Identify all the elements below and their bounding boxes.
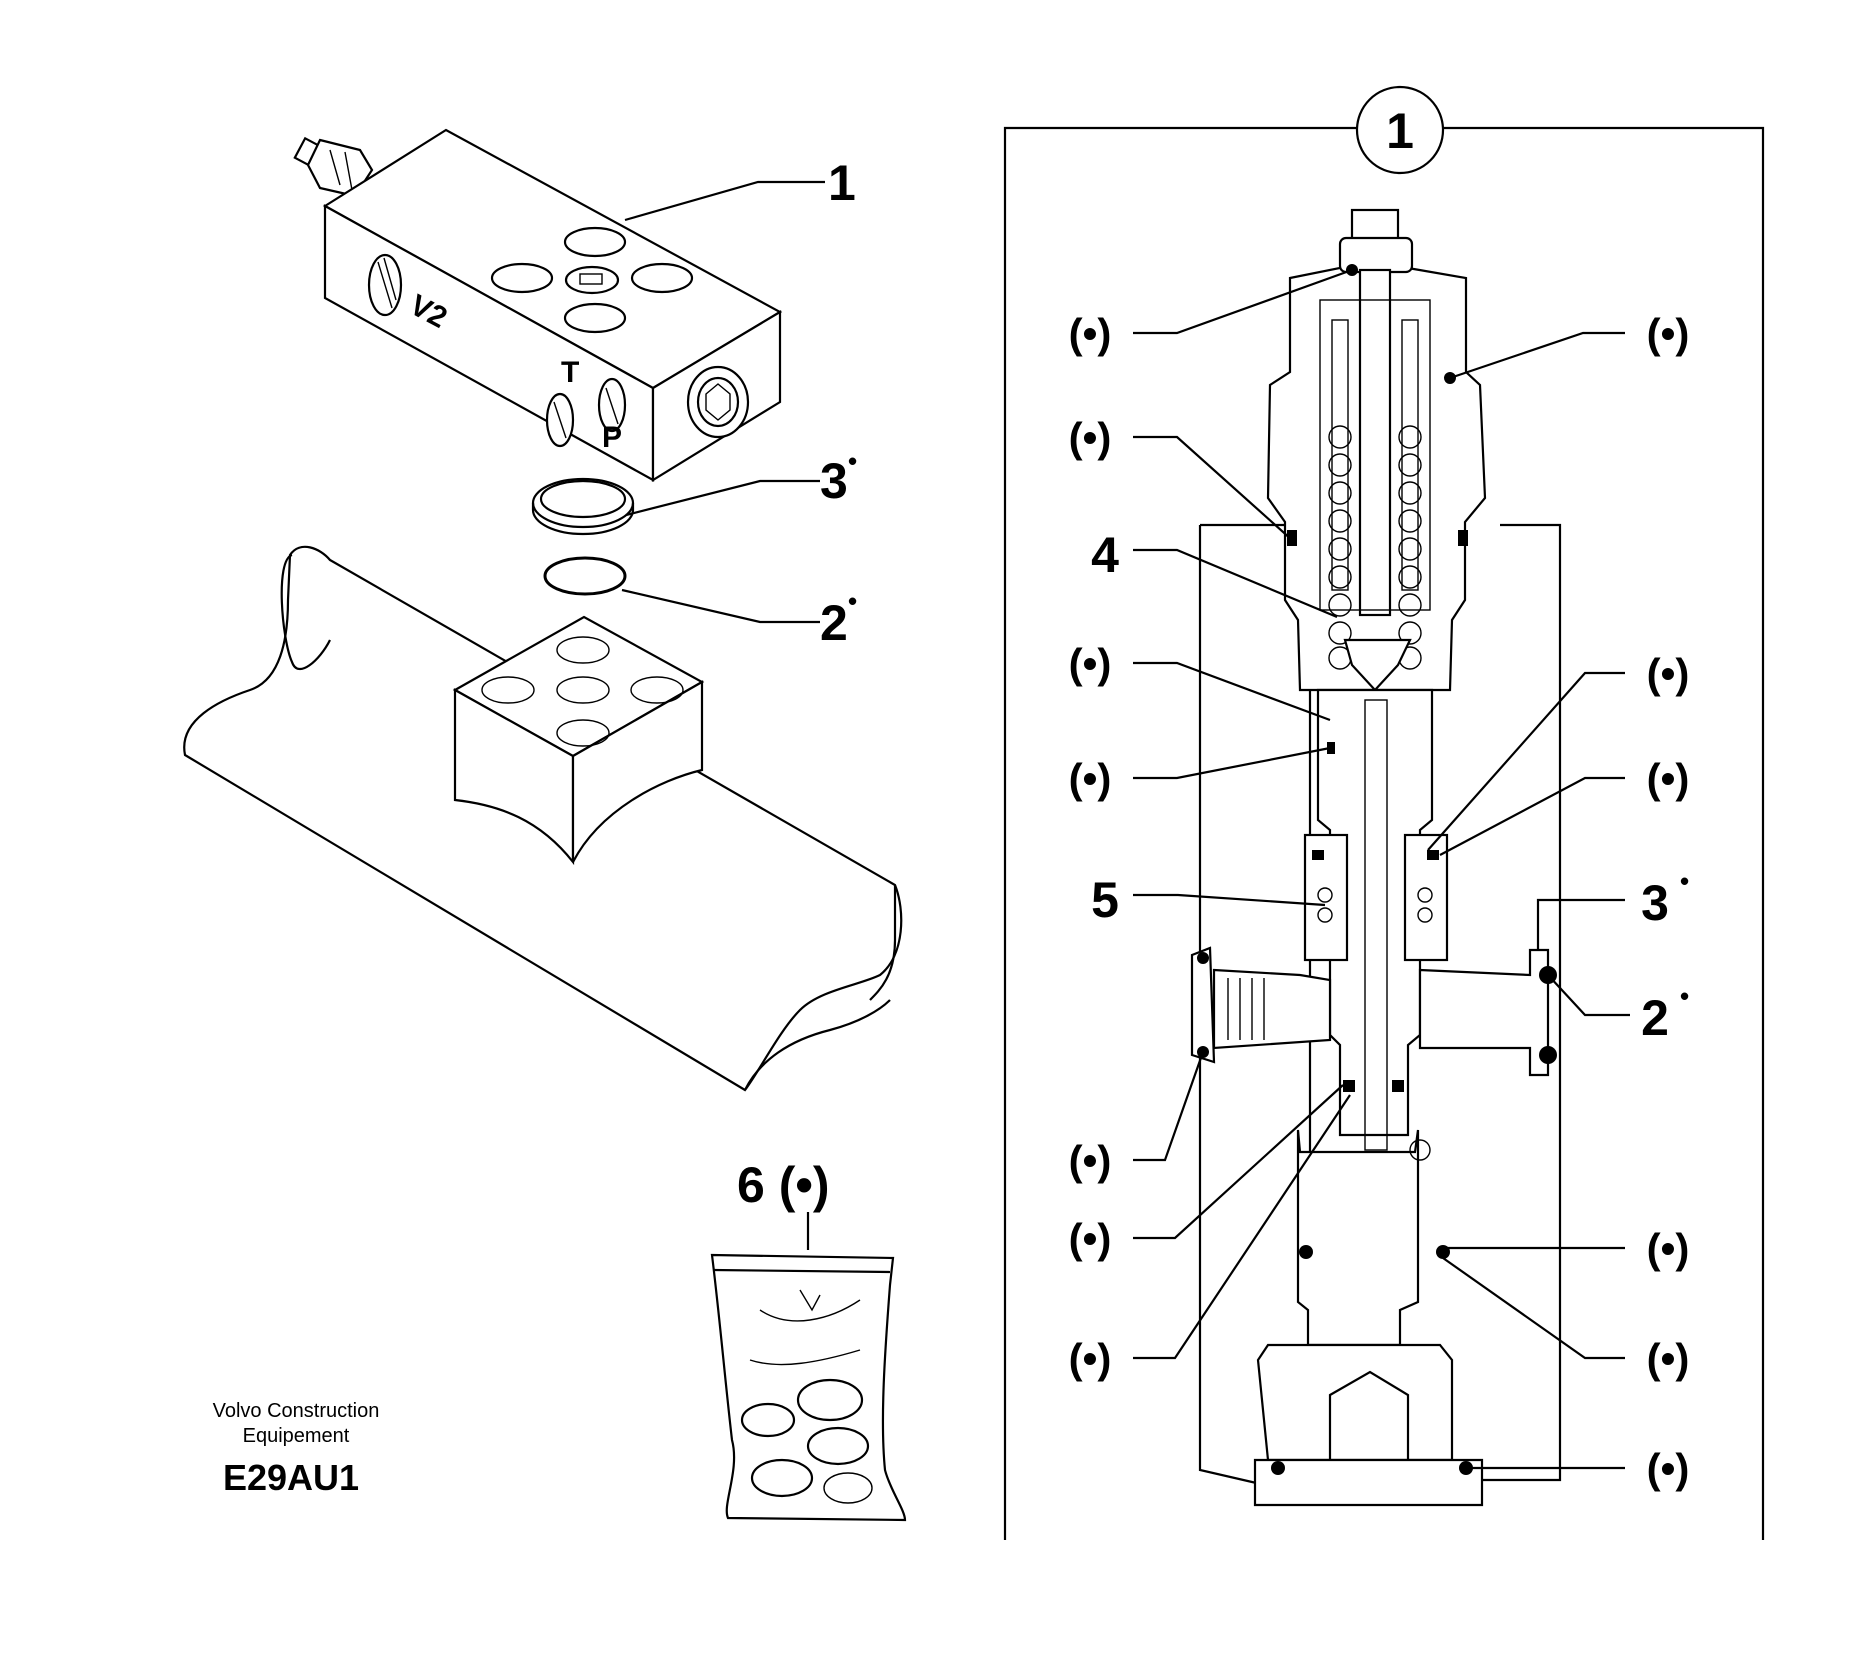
unnumbered-labels: (•) (•) (•) (•) (•) (•) (•) (•) (•) (•) … (1069, 310, 1690, 1492)
bullet-label: (•) (1647, 755, 1690, 802)
bullet-label: (•) (1069, 1137, 1112, 1184)
leader-3 (625, 479, 820, 517)
seal-kit-bag: 6 (•) (710, 1157, 907, 1522)
top-port (563, 226, 627, 258)
detail-leaders (1133, 268, 1630, 1470)
detail-frame: 1 (1003, 85, 1765, 1540)
figure-code: E29AU1 (223, 1457, 359, 1498)
svg-text:•: • (1680, 866, 1689, 896)
detail-callout-5: 5 (1091, 872, 1119, 928)
svg-text:4: 4 (1091, 527, 1119, 583)
centre-socket (564, 265, 620, 295)
publisher-line-2: Equipement (243, 1425, 350, 1447)
bullet-label: (•) (1647, 310, 1690, 357)
publisher-line-1: Volvo Construction (213, 1400, 380, 1422)
leader-1 (624, 180, 825, 222)
bullet-label: (•) (1069, 310, 1112, 357)
bullet-label: (•) (1069, 1215, 1112, 1262)
port-label-p: P (602, 421, 622, 454)
callout-1: 1 (828, 155, 856, 211)
detail-title-number: 1 (1386, 103, 1414, 159)
svg-text:•: • (848, 446, 857, 476)
detail-title-circle (1355, 85, 1445, 175)
detail-callout-3: 3 • (1641, 866, 1689, 931)
bullet-label: (•) (1069, 640, 1112, 687)
svg-text:3: 3 (820, 453, 848, 509)
bullet-label: (•) (1647, 1225, 1690, 1272)
top-port (630, 262, 694, 294)
top-port (563, 302, 627, 334)
bullet-label: (•) (1069, 1335, 1112, 1382)
spring-coils (1328, 425, 1422, 670)
svg-text:1: 1 (828, 155, 856, 211)
mounting-pipe (183, 545, 903, 1092)
detail-callout-4: 4 (1091, 527, 1119, 583)
svg-text:•: • (1680, 981, 1689, 1011)
svg-text:2: 2 (1641, 990, 1669, 1046)
svg-text:2: 2 (820, 595, 848, 651)
kit-label: 6 (•) (737, 1157, 830, 1213)
leader-2 (621, 588, 820, 624)
bullet-label: (•) (1647, 1445, 1690, 1492)
bullet-label: (•) (1647, 1335, 1690, 1382)
svg-text:3: 3 (1641, 875, 1669, 931)
bullet-label: (•) (1647, 650, 1690, 697)
callout-2: 2 • (820, 586, 857, 651)
valve-block: V2 T P (293, 128, 783, 482)
publisher-block: Volvo Construction Equipement E29AU1 (213, 1400, 380, 1498)
top-port (490, 262, 554, 294)
o-ring (543, 556, 627, 596)
bullet-label: (•) (1069, 755, 1112, 802)
svg-text:5: 5 (1091, 872, 1119, 928)
seal-dots (1197, 264, 1557, 1475)
callout-3: 3 • (820, 446, 857, 509)
valve-cross-section (1190, 208, 1562, 1507)
svg-text:•: • (848, 586, 857, 616)
port-label-t: T (561, 356, 579, 389)
bullet-label: (•) (1069, 414, 1112, 461)
detail-callout-2: 2 • (1641, 981, 1689, 1046)
backup-ring (531, 477, 635, 536)
